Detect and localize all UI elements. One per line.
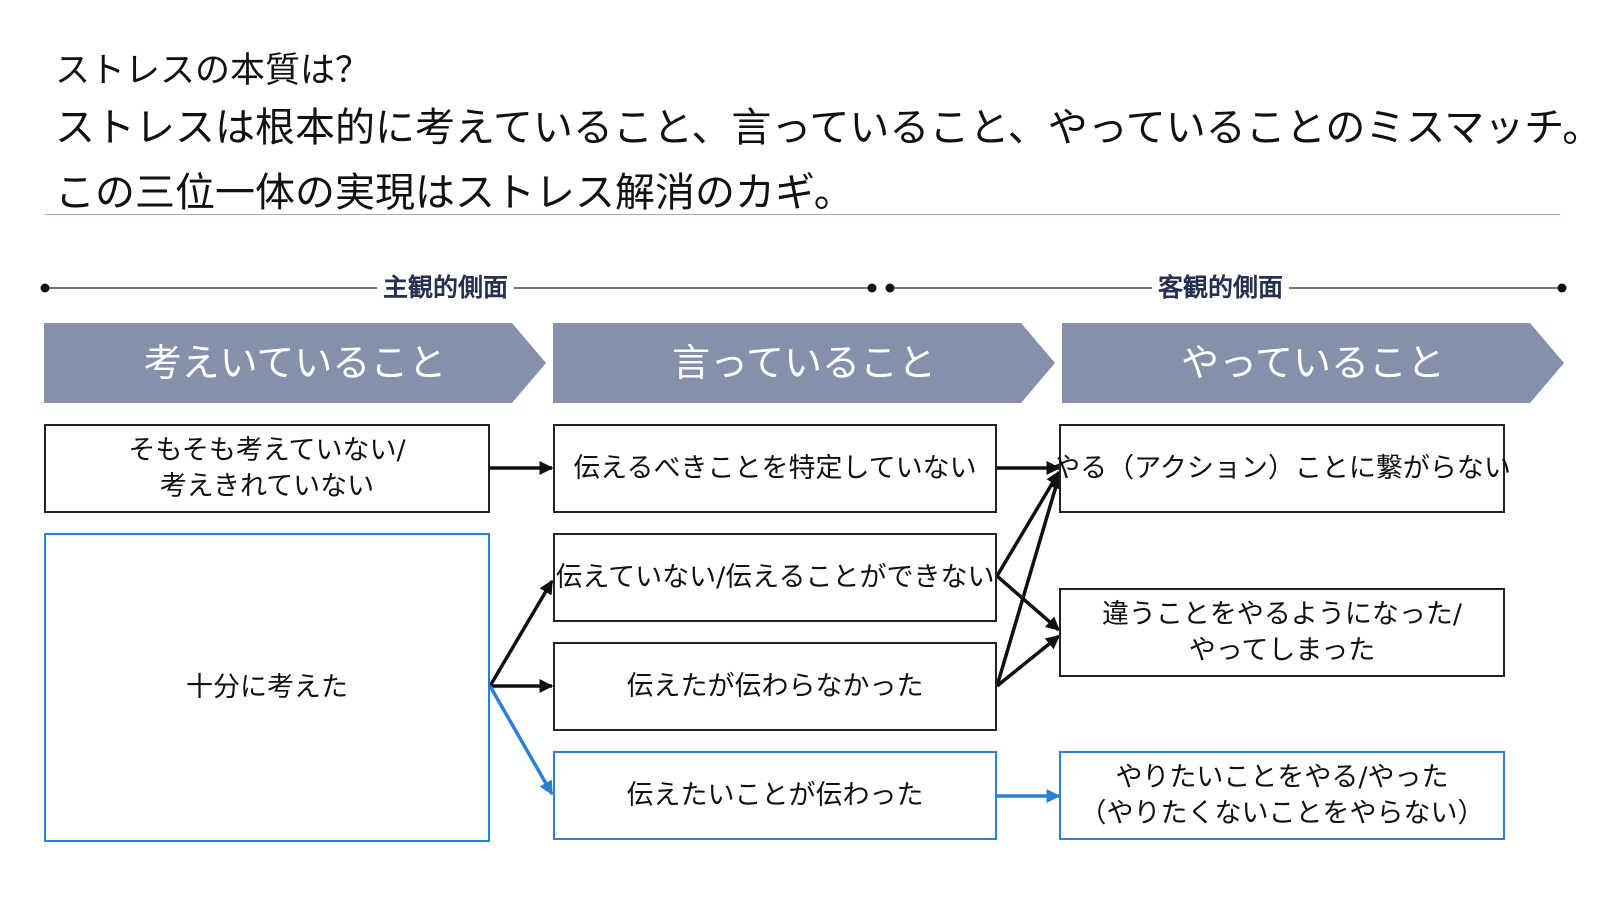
box-did-wanted-line-1: やりたいことをやる/やった: [1115, 761, 1449, 793]
box-not-specified: 伝えるべきことを特定していない: [553, 424, 997, 513]
aspect-label-objective: 客観的側面: [1152, 268, 1290, 304]
title-conclusion: この三位一体の実現はストレス解消のカギ。: [55, 170, 854, 216]
arrow-thought-to-conveyed: [488, 685, 554, 796]
box-thought-enough-label: 十分に考えた: [186, 671, 348, 703]
arrow-notconveyed-to-different: [995, 634, 1061, 688]
title-divider: [45, 214, 1560, 215]
box-not-thought-line-1: そもそも考えていない/: [128, 434, 406, 466]
column-header-doing: やっていること: [1180, 341, 1446, 385]
box-cannot-convey: 伝えていない/伝えることができない: [553, 533, 997, 622]
title-question: ストレスの本質は？: [55, 51, 371, 91]
arrow-cannot-to-different: [995, 574, 1061, 632]
box-conveyed-label: 伝えたいことが伝わった: [626, 779, 924, 811]
box-not-thought: そもそも考えていない/ 考えきれていない: [44, 424, 490, 513]
box-cannot-convey-label: 伝えていない/伝えることができない: [555, 561, 995, 593]
box-did-wanted-line-2: （やりたくないことをやらない）: [1079, 797, 1485, 829]
box-did-different-line-1: 違うことをやるようになった/: [1101, 598, 1463, 630]
box-did-wanted: やりたいことをやる/やった （やりたくないことをやらない）: [1059, 751, 1505, 840]
box-not-conveyed: 伝えたが伝わらなかった: [553, 642, 997, 731]
column-header-thinking: 考えいていること: [143, 341, 447, 385]
box-not-thought-line-2: 考えきれていない: [159, 470, 375, 502]
aspect-label-subjective: 主観的側面: [377, 268, 515, 304]
box-thought-enough: 十分に考えた: [44, 533, 490, 842]
box-no-action-label: やる（アクション）ことに繋がらない: [1053, 452, 1511, 484]
arrow-thought-to-cannot: [488, 579, 554, 687]
box-no-action: やる（アクション）ことに繋がらない: [1053, 424, 1511, 513]
title-statement: ストレスは根本的に考えていること、言っていること、やっていることのミスマッチ。: [55, 105, 1600, 151]
arrow-cannot-to-noaction: [995, 470, 1061, 577]
box-not-conveyed-label: 伝えたが伝わらなかった: [626, 670, 924, 702]
box-did-different: 違うことをやるようになった/ やってしまった: [1059, 588, 1505, 677]
box-not-specified-label: 伝えるべきことを特定していない: [573, 452, 977, 484]
box-did-different-line-2: やってしまった: [1188, 634, 1376, 666]
box-conveyed: 伝えたいことが伝わった: [553, 751, 997, 840]
arrow-notconveyed-to-noaction: [995, 474, 1063, 687]
column-header-saying: 言っていること: [671, 341, 937, 385]
